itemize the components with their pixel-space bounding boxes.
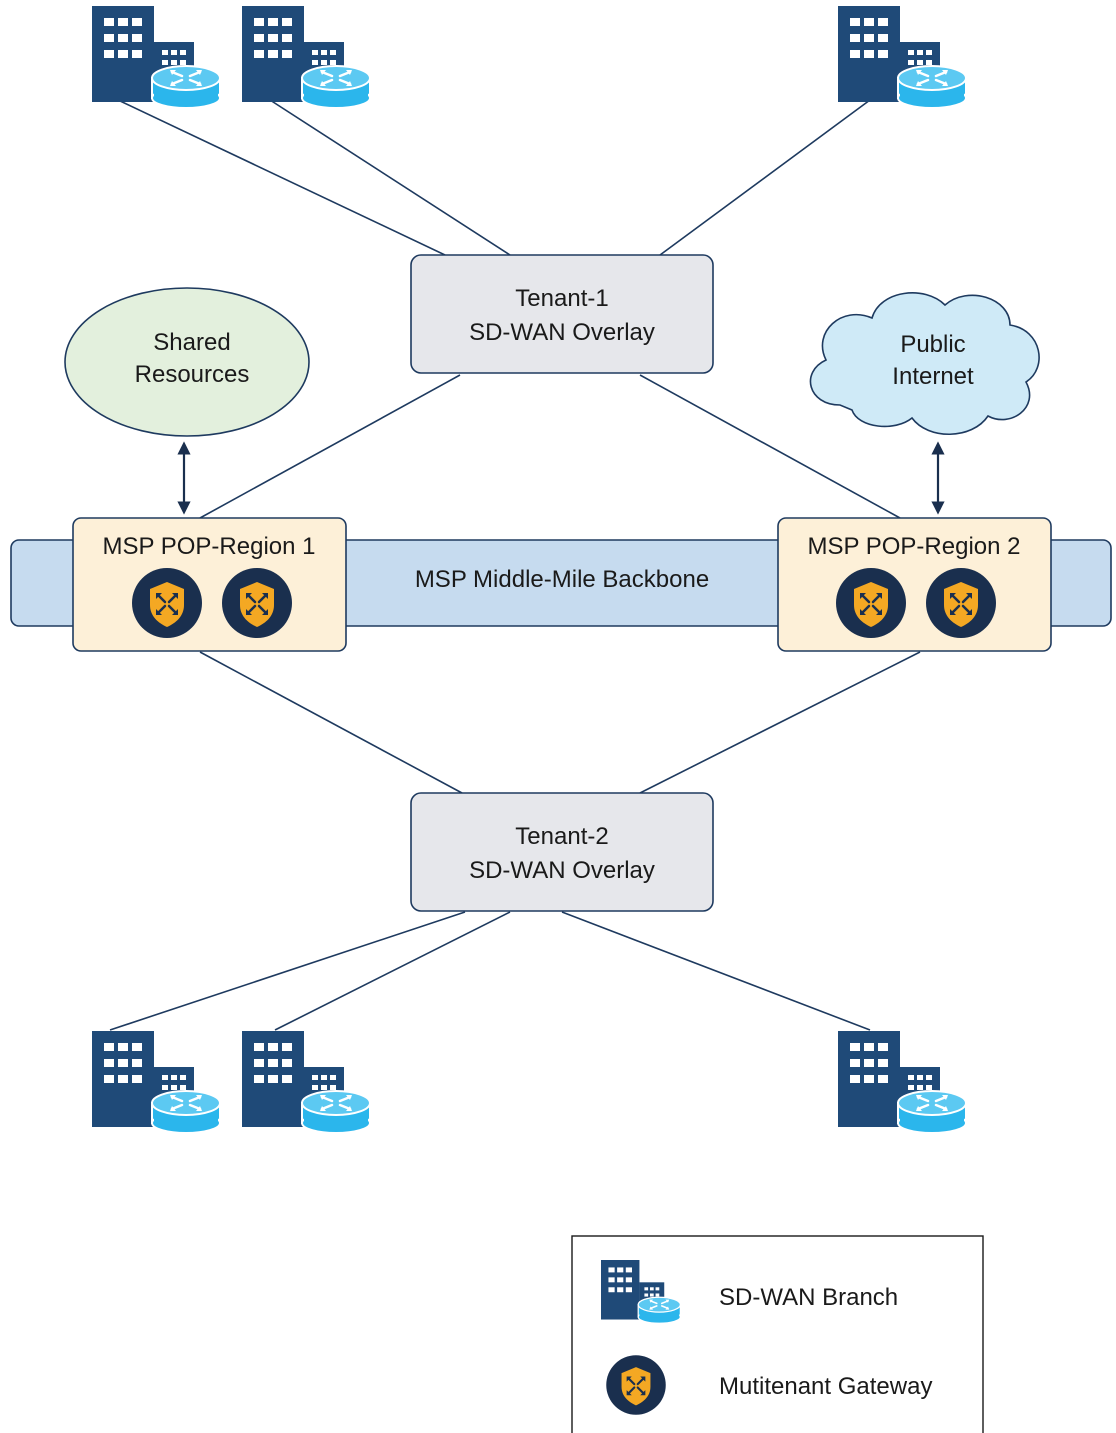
multitenant-gateway-icon (924, 566, 998, 640)
pop1-label: MSP POP-Region 1 (103, 533, 316, 560)
link-branch-t1-a (117, 99, 446, 256)
legend-gateway-icon (605, 1354, 667, 1416)
tenant1-line2: SD-WAN Overlay (469, 319, 655, 346)
public-internet-line1: Public (900, 331, 965, 358)
link-branch-t1-c (659, 99, 871, 256)
link-pop1-t2 (199, 651, 463, 794)
link-t2-branch-a (109, 911, 466, 1031)
multitenant-gateway-icon (220, 566, 294, 640)
msp-pop-region-2: MSP POP-Region 2 (777, 517, 1052, 652)
sd-wan-branch-icon (240, 1029, 372, 1135)
link-branch-t1-b (269, 99, 511, 256)
sd-wan-branch-icon (836, 1029, 968, 1135)
multitenant-gateway-icon (130, 566, 204, 640)
multitenant-gateway-icon (834, 566, 908, 640)
sd-wan-branch-icon (240, 4, 372, 110)
tenant2-overlay-box: Tenant-2 SD-WAN Overlay (410, 792, 714, 912)
link-t2-branch-b (274, 911, 511, 1031)
pop2-label: MSP POP-Region 2 (808, 533, 1021, 560)
link-pop2-t2 (639, 651, 921, 794)
backbone-label: MSP Middle-Mile Backbone (415, 566, 709, 593)
sd-wan-branch-icon (90, 4, 222, 110)
link-t2-branch-c (561, 911, 871, 1031)
shared-resources-line1: Shared (153, 329, 230, 356)
link-t1-pop1 (199, 374, 461, 519)
tenant2-line2: SD-WAN Overlay (469, 857, 655, 884)
tenant1-overlay-box: Tenant-1 SD-WAN Overlay (410, 254, 714, 374)
legend-gateway-label: Mutitenant Gateway (719, 1373, 932, 1400)
public-internet-cloud: Public Internet (809, 292, 1040, 435)
legend-branch-label: SD-WAN Branch (719, 1284, 898, 1311)
sd-wan-branch-icon (836, 4, 968, 110)
tenant2-line1: Tenant-2 (515, 823, 608, 850)
msp-pop-region-1: MSP POP-Region 1 (72, 517, 347, 652)
legend: SD-WAN Branch Mutitenant Gateway (571, 1235, 984, 1433)
link-t1-pop2 (639, 374, 901, 519)
shared-resources-node: Shared Resources (64, 287, 310, 437)
public-internet-line2: Internet (892, 363, 974, 390)
sd-wan-branch-icon (90, 1029, 222, 1135)
tenant1-line1: Tenant-1 (515, 285, 608, 312)
shared-resources-line2: Resources (135, 361, 250, 388)
connection-lines (109, 99, 921, 1031)
